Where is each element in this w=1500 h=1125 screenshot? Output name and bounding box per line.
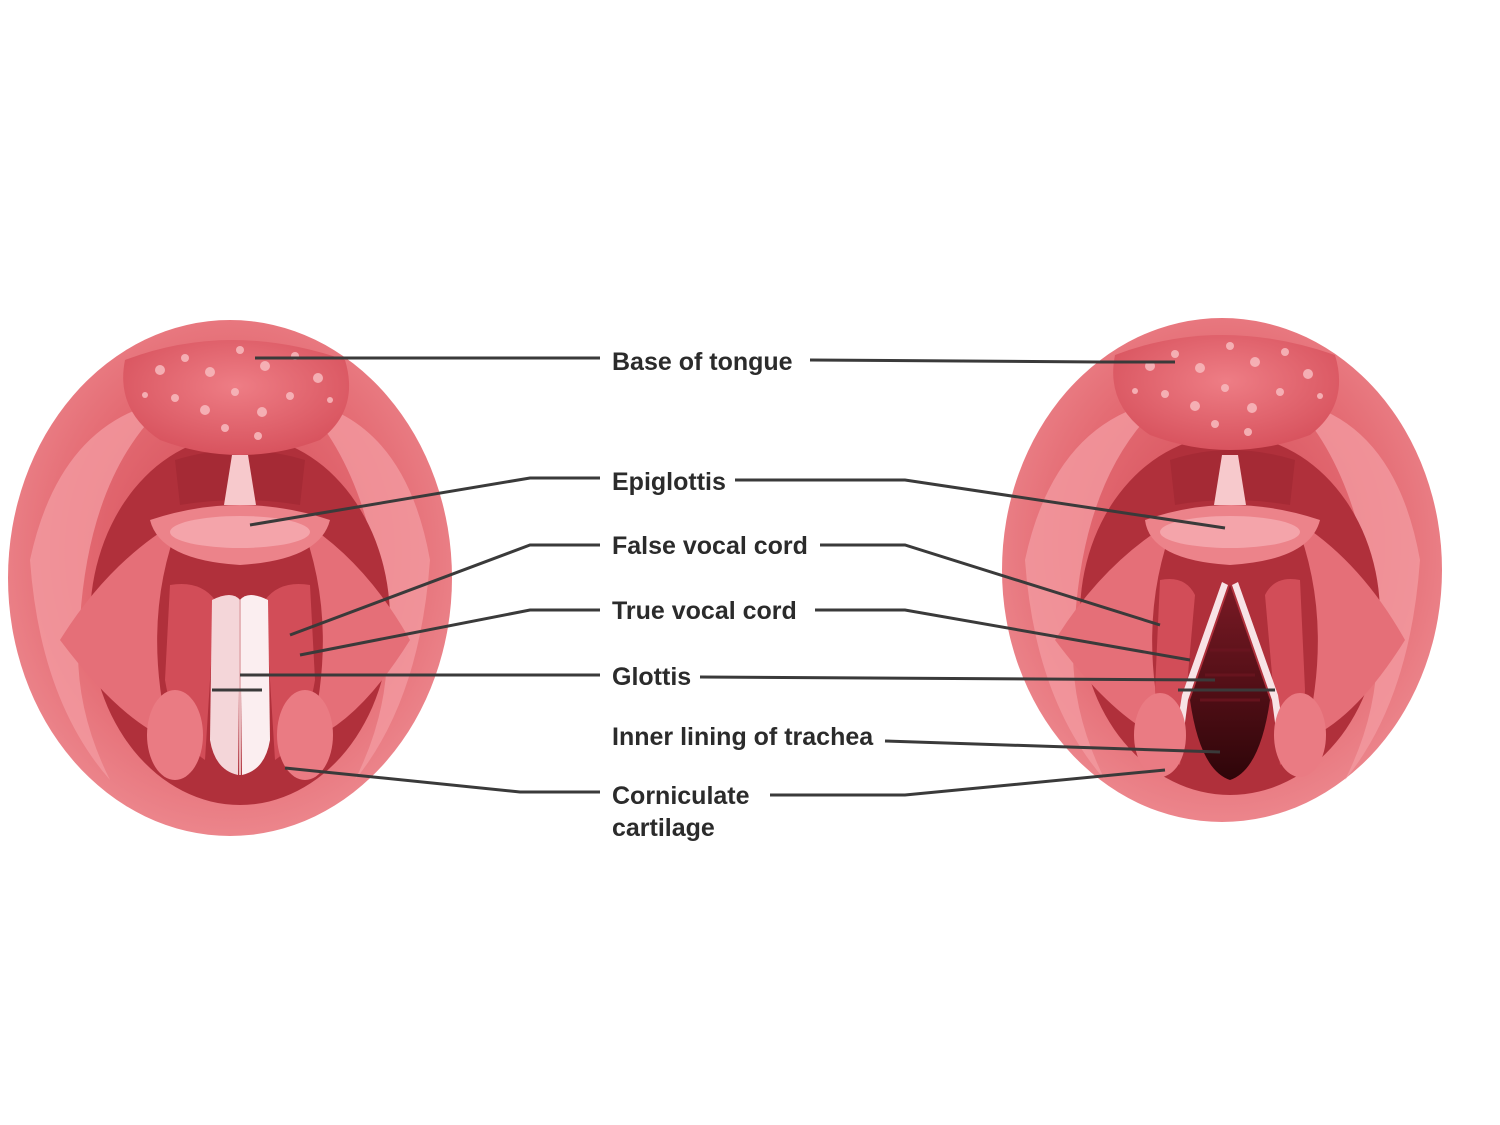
label-corniculate-line1: Corniculate (612, 782, 750, 810)
label-false-vocal-cord: False vocal cord (612, 532, 808, 560)
leader-base-right (809, 358, 1175, 364)
leader-corn-right (770, 768, 1166, 797)
leader-false-left (289, 543, 600, 637)
leader-corn-left (284, 766, 600, 794)
label-true-vocal-cord: True vocal cord (612, 597, 797, 625)
leader-true-left (299, 608, 600, 657)
left-larynx-illustration (8, 320, 452, 836)
right-larynx-illustration (1002, 318, 1442, 822)
label-inner-lining-of-trachea: Inner lining of trachea (612, 723, 874, 751)
leader-epi-left (249, 476, 600, 527)
leader-inner-right (884, 739, 1221, 754)
leader-lines (212, 356, 1275, 797)
leader-true-right (815, 608, 1191, 662)
label-glottis: Glottis (612, 663, 692, 691)
leader-glottis-right (699, 675, 1216, 682)
leader-epi-right (735, 478, 1226, 530)
label-corniculate-cartilage: Corniculate cartilage (612, 780, 750, 844)
label-base-of-tongue: Base of tongue (612, 348, 793, 376)
label-epiglottis: Epiglottis (612, 468, 726, 496)
leader-false-right (820, 543, 1161, 627)
label-corniculate-line2: cartilage (612, 814, 715, 842)
